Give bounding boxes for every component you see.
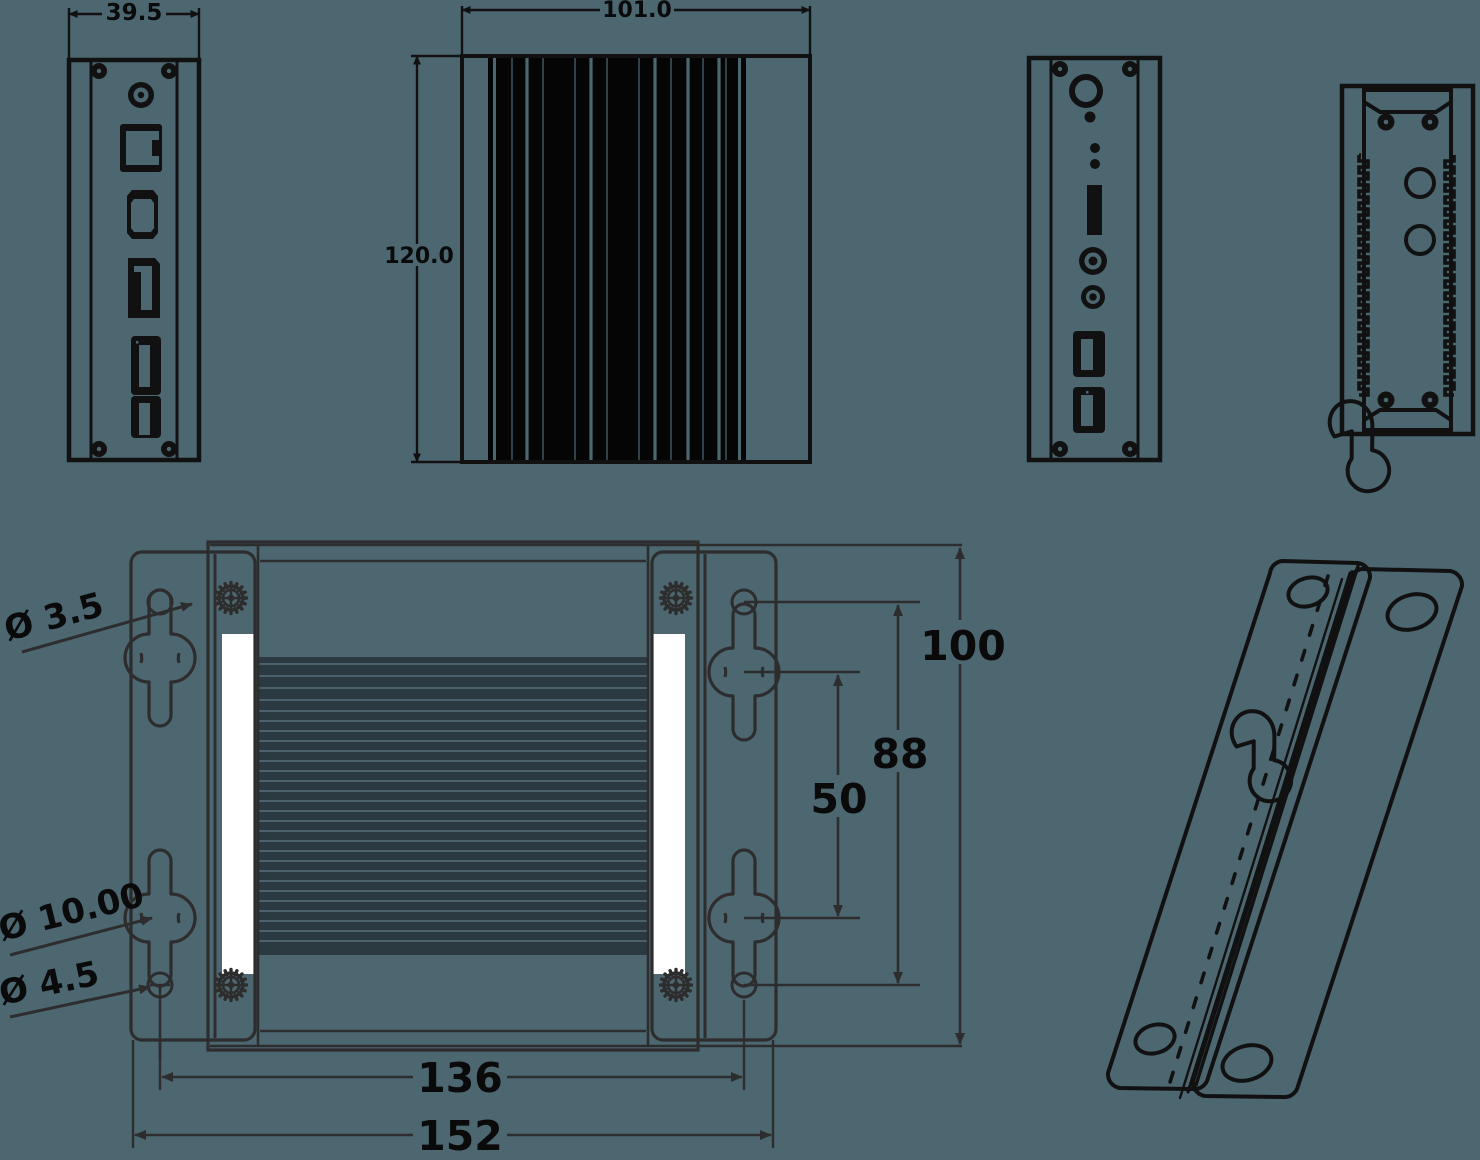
dimension-label-120-0: 120.0 [384,244,454,269]
antenna-hole [1069,74,1103,108]
view-isometric-bracket [1105,399,1465,1100]
dimension-dia-4-5: Ø 4.5 [0,954,151,1019]
view-front-io-panel: 39.5 [66,0,202,463]
usb-port-b [131,396,161,438]
dimension-label-100: 100 [920,622,1006,670]
right-vesa-bracket [650,550,781,1042]
dimension-dia-10: Ø 10.00 [0,875,153,957]
through-hole-lower [1404,224,1436,256]
usb-port-c [1073,331,1105,377]
corner-screw-holes [1377,113,1439,409]
dimension-dia-3-5: Ø 3.5 [0,585,193,654]
audio-jack-1 [1079,247,1107,275]
view-bottom-mount-plate: Ø 3.5 Ø 10.00 Ø 4.5 100 88 [0,540,1006,1160]
view-top-heatsink: 101.0 120.0 [384,0,812,464]
dimension-label-50: 50 [810,775,867,823]
dimension-label-101-0: 101.0 [602,0,672,23]
view-rear-io-panel [1026,55,1163,463]
bracket-gap-left [222,634,255,974]
dc-power-jack [128,82,154,108]
led-indicator-1 [1084,111,1096,123]
dimension-88: 88 [744,600,930,987]
dimension-120-0: 120.0 [384,54,464,464]
dimension-101-0: 101.0 [460,0,812,58]
rj45-ethernet-port [120,124,162,172]
hdmi-port [127,190,158,239]
dimension-136: 136 [158,1000,746,1102]
dimension-39-5: 39.5 [67,0,201,62]
heatsink-fin-block [258,657,648,955]
usb-port-a [131,336,161,395]
dimension-label-136: 136 [417,1054,503,1102]
dimension-152: 152 [131,1040,775,1160]
view-side-heatsink [1339,83,1476,437]
through-hole-upper [1404,167,1436,199]
dimension-50: 50 [744,670,868,920]
dimension-label-88: 88 [871,730,928,778]
led-indicator-3 [1090,159,1100,169]
dimension-label-39-5: 39.5 [106,0,163,26]
dimension-label-dia-3-5: Ø 3.5 [0,585,108,650]
displayport-port [128,258,160,318]
dimension-label-dia-4-5: Ø 4.5 [0,954,103,1014]
left-vesa-bracket [123,550,257,1060]
dimension-100: 100 [210,543,1006,1048]
audio-jack-2 [1081,285,1105,309]
dimension-label-152: 152 [417,1112,503,1160]
power-button-slot [1087,185,1102,235]
usb-port-d [1073,387,1105,433]
fin-row-left [1357,153,1370,397]
led-indicator-2 [1090,143,1100,153]
bracket-gap-right [652,634,685,974]
fin-row-right [1443,155,1456,397]
